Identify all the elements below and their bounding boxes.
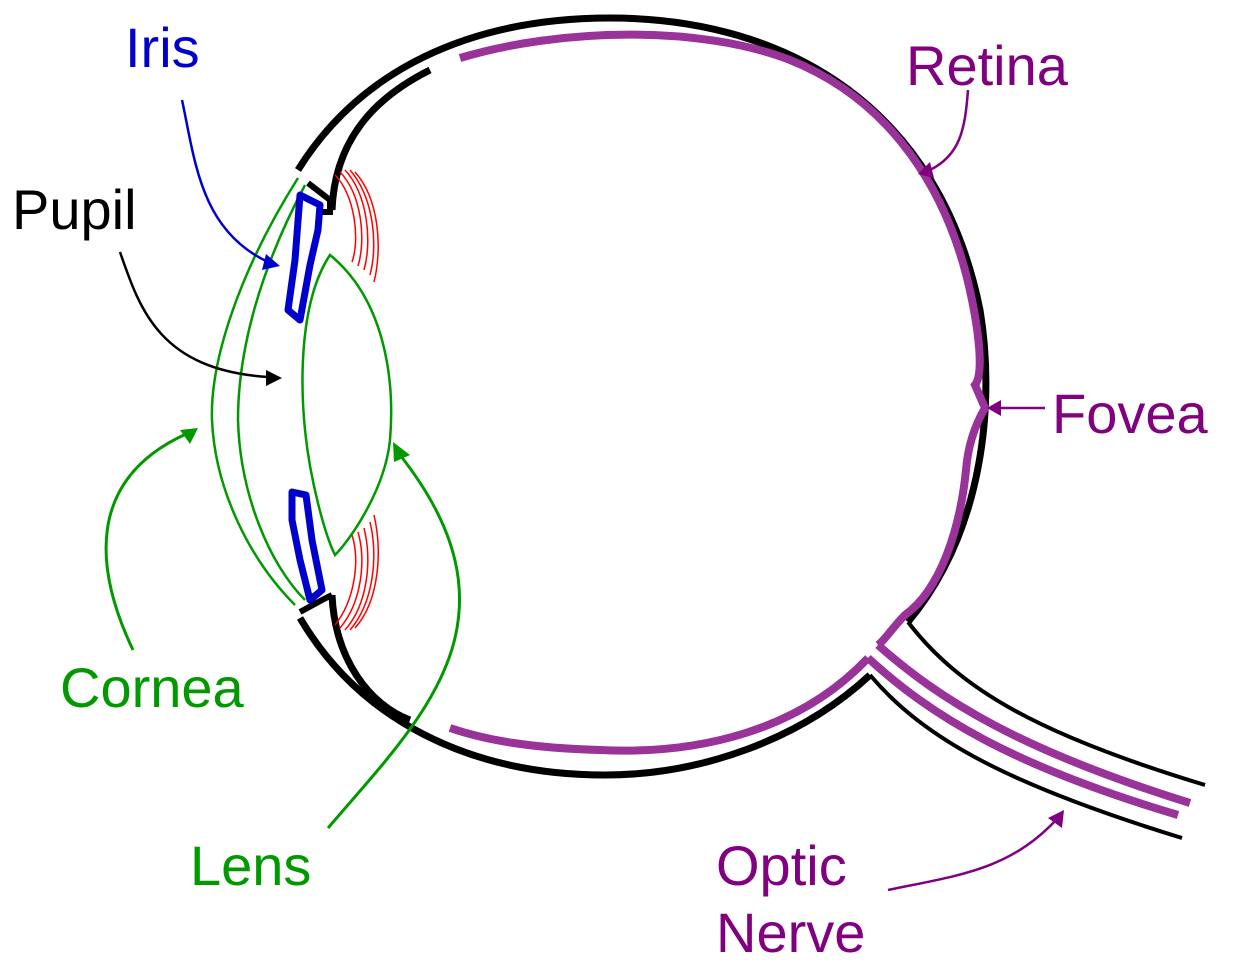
pupil-pointer-arrow xyxy=(120,252,282,386)
fovea-pointer-arrow xyxy=(987,400,1045,416)
pupil-label: Pupil xyxy=(12,182,137,238)
retina-label: Retina xyxy=(906,38,1068,94)
iris-pointer-arrow xyxy=(182,100,280,270)
cornea-label: Cornea xyxy=(60,660,244,716)
retina-pointer-arrow xyxy=(918,90,968,178)
optic-nerve-pointer-arrow xyxy=(888,810,1064,890)
optic-nerve-label-line1: Optic xyxy=(716,838,847,894)
lens-outline xyxy=(303,255,392,555)
sclera-outline xyxy=(298,18,986,622)
cornea-outer xyxy=(212,178,298,605)
optic-nerve-label-line2: Nerve xyxy=(716,905,865,961)
cornea-pointer-arrow xyxy=(106,428,198,650)
lens-label: Lens xyxy=(190,838,311,894)
iris-upper xyxy=(288,195,320,320)
ciliary-body-lower xyxy=(335,515,378,630)
choroid-upper xyxy=(332,70,430,210)
iris-label: Iris xyxy=(125,20,200,76)
iris-lower xyxy=(292,492,322,600)
retina-line xyxy=(460,35,985,645)
retina-line-lower xyxy=(450,658,868,751)
fovea-label: Fovea xyxy=(1052,386,1208,442)
lens-pointer-arrow xyxy=(328,442,460,828)
